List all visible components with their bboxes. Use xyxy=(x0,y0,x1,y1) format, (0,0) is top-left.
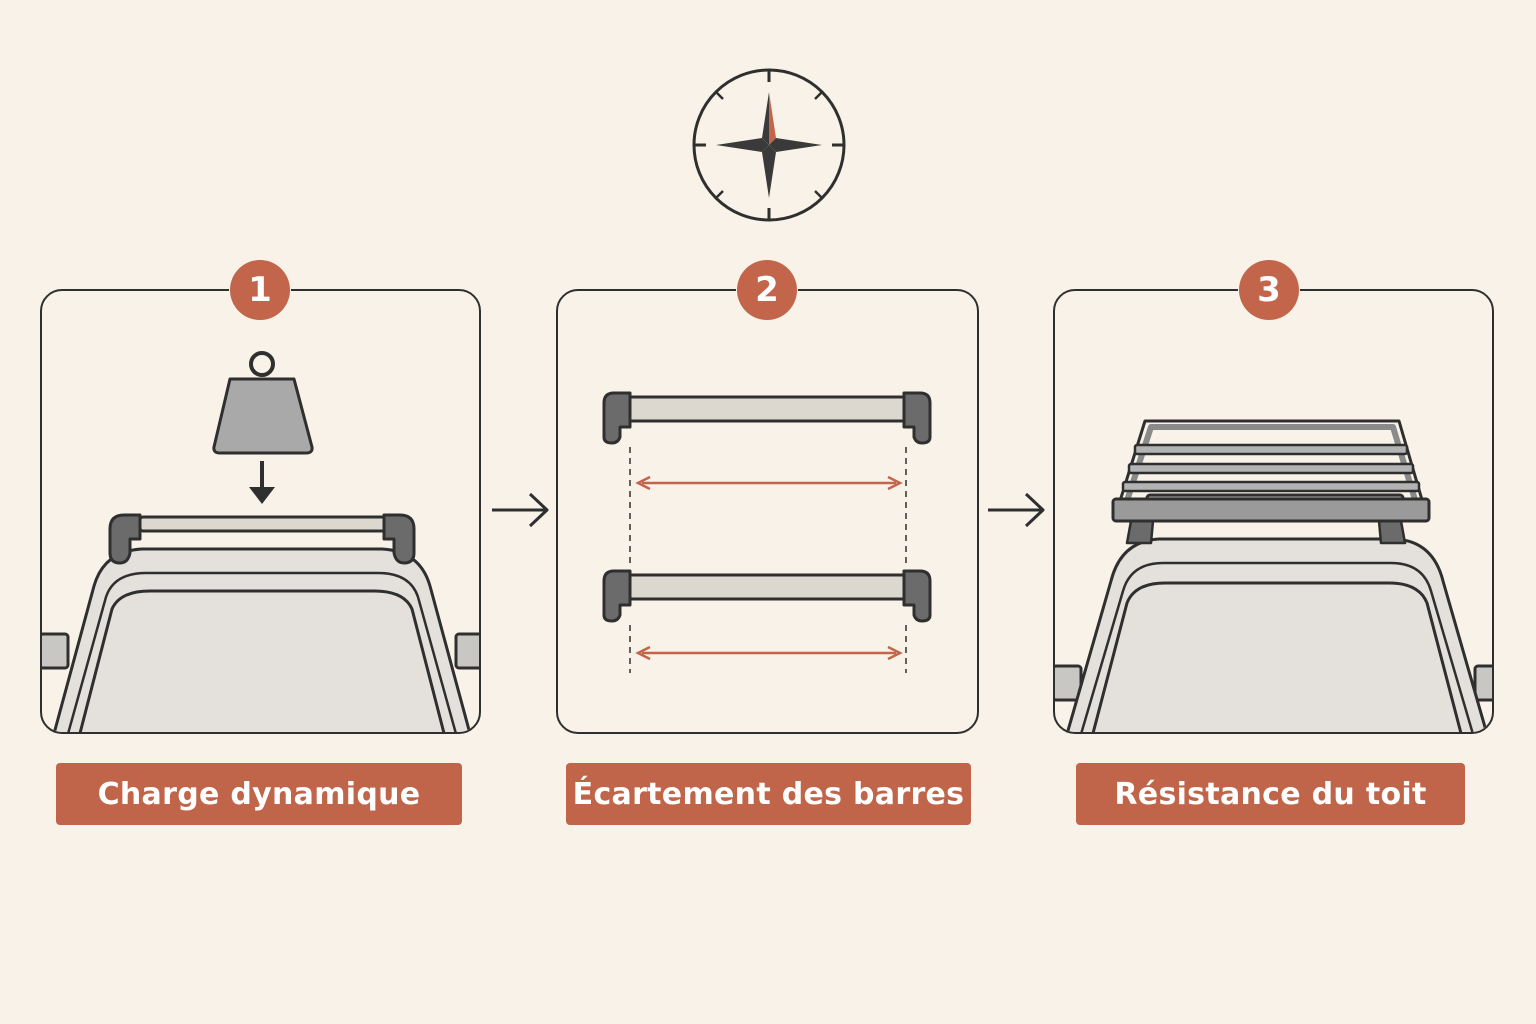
weight-on-roof-bar-icon xyxy=(42,351,479,732)
step-1-number: 1 xyxy=(230,260,290,320)
step-1-label: Charge dynamique xyxy=(56,763,462,825)
roof-rack-icon xyxy=(1055,419,1492,732)
step-2-panel xyxy=(556,289,979,734)
step-1-badge: 1 xyxy=(229,259,291,321)
arrow-right-icon xyxy=(492,492,549,528)
step-2-badge: 2 xyxy=(736,259,798,321)
step-3-number: 3 xyxy=(1239,260,1299,320)
step-3-label: Résistance du toit xyxy=(1076,763,1465,825)
step-3-panel xyxy=(1053,289,1494,734)
step-2-label: Écartement des barres xyxy=(566,763,971,825)
compass-rose-icon xyxy=(692,68,846,222)
bar-spacing-icon xyxy=(602,391,932,673)
step-2-number: 2 xyxy=(737,260,797,320)
step-3-badge: 3 xyxy=(1238,259,1300,321)
arrow-right-icon xyxy=(988,492,1045,528)
step-1-panel xyxy=(40,289,481,734)
